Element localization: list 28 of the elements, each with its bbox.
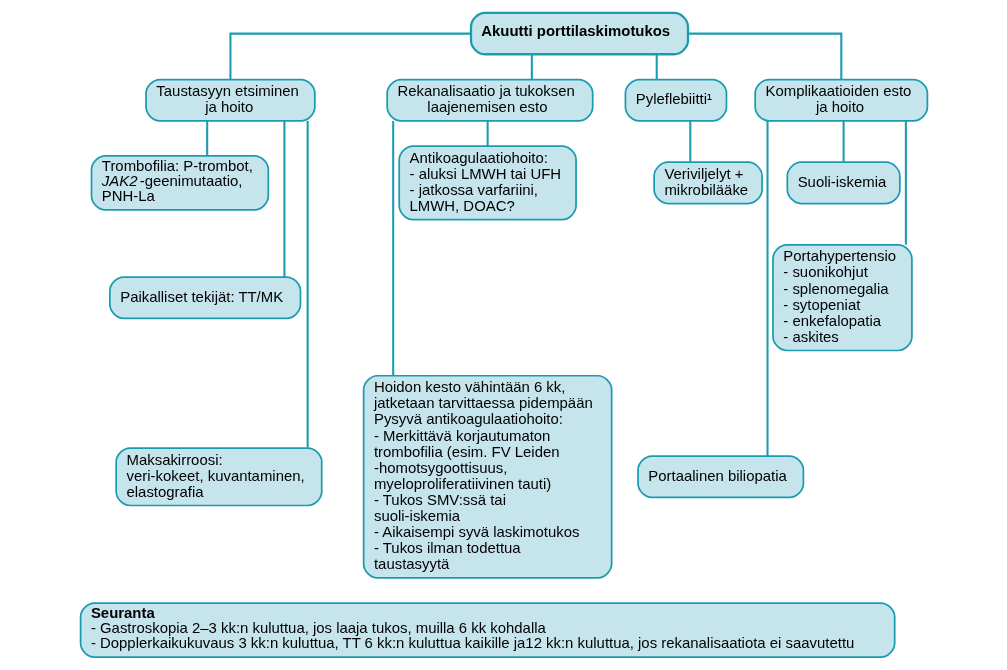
connector — [282, 120, 285, 277]
connector — [655, 54, 658, 80]
node-box: Veriviljelyt + mikrobilääke — [652, 161, 763, 205]
connector — [842, 121, 845, 162]
connector — [530, 54, 533, 80]
connector — [688, 121, 691, 162]
connector — [904, 120, 907, 245]
connector — [391, 120, 394, 376]
node-box: Komplikaatioiden esto ja hoito — [753, 78, 928, 122]
connector — [205, 121, 208, 156]
node-box: Taustasyyn etsiminen ja hoito — [144, 78, 316, 122]
node-box: Pyleflebiitti¹ — [624, 78, 727, 122]
node-box: Akuutti porttilaskimotukos — [469, 11, 689, 56]
node-box: Rekanalisaatio ja tukoksen laajenemisen esto — [385, 78, 594, 122]
node-box: Antikoagulaatiohoito: - aluksi LMWH tai UFH - jatkossa varfariini, LMWH, DOAC? — [397, 145, 577, 221]
node-box: Portahypertensio - suonikohjut - splenomegalia - sytopeniat - enkefalopatia - askites — [771, 244, 913, 352]
node-box: Trombofilia: P-trombot, JAK2-geenimutaatio, PNH-La — [90, 155, 269, 211]
node-box: Suoli-iskemia — [785, 161, 901, 205]
node-box: Maksakirroosi: veri-kokeet, kuvantaminen, elastografia — [114, 447, 323, 507]
connector — [486, 121, 489, 146]
connector — [306, 120, 309, 448]
node-box: Portaalinen biliopatia — [636, 455, 804, 499]
connector — [687, 32, 842, 80]
connector — [228, 32, 471, 80]
node-box: Paikalliset tekijät: TT/MK — [108, 276, 301, 320]
connector — [766, 120, 769, 457]
node-box: Hoidon kesto vähintään 6 kk, jatketaan tarvittaessa pidempään Pysyvä antikoagulaatiohoito: - Merkittävä korjautumaton trombofilia (esim. FV Leiden -homotsygoottisuus, myeloproliferatiivinen tauti) - Tukos SMV:ssä tai suoli-iskemia - Aikaisempi syvä laskimotukos - Tukos ilman todettua taustasyytä — [362, 374, 612, 579]
node-box: Seuranta - Gastroskopia 2–3 kk:n kuluttua, jos laaja tukos, muilla 6 kk kohdalla - Dopplerkaikukuvaus 3 kk:n kuluttua, TT 6 kk:n kuluttua kaikille ja12 kk:n kuluttua, jos rekanalisaatiota ei saavutettu — [79, 602, 896, 658]
